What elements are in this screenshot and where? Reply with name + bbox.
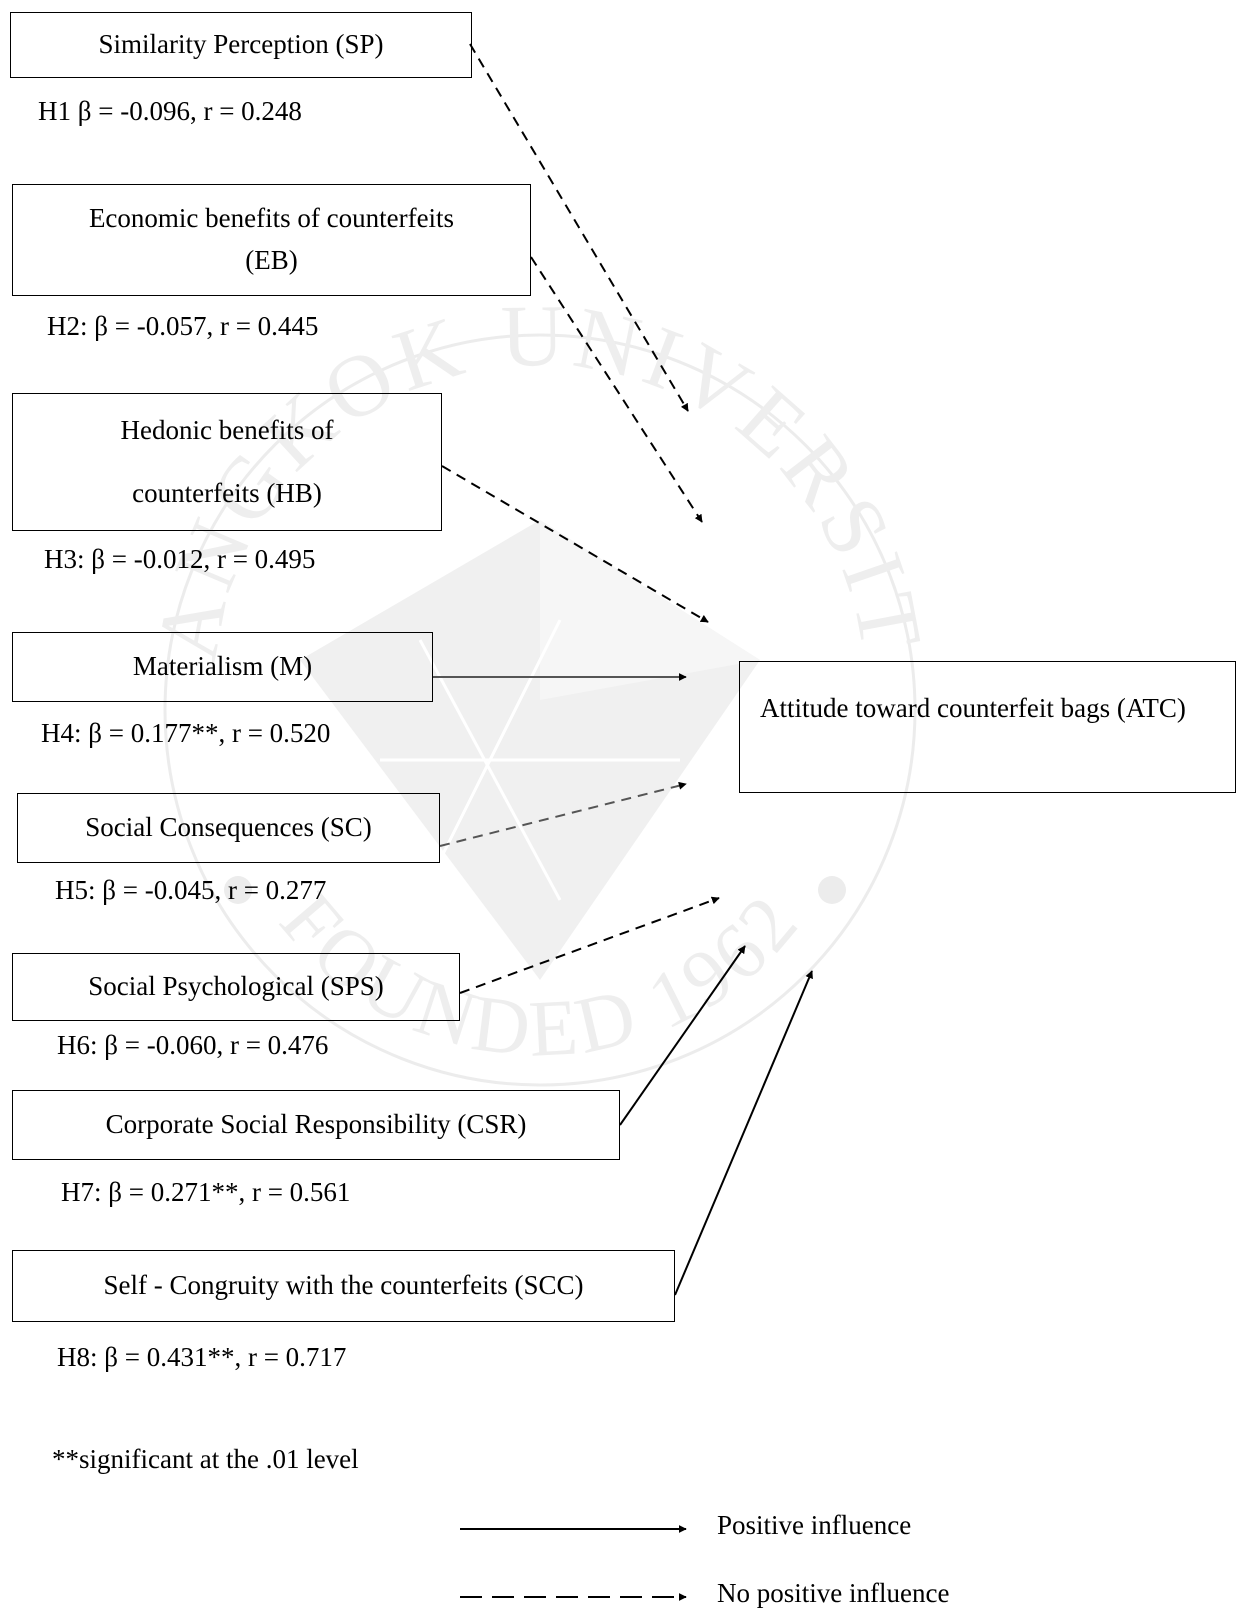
stat-h3: H3: β = -0.012, r = 0.495	[44, 544, 316, 574]
box-csr: Corporate Social Responsibility (CSR)	[12, 1090, 620, 1160]
stat-h4: H4: β = 0.177**, r = 0.520	[41, 718, 331, 748]
legend-positive-label: Positive influence	[717, 1510, 912, 1540]
stat-h6: H6: β = -0.060, r = 0.476	[57, 1030, 329, 1060]
arrow-sps	[459, 896, 720, 994]
significance-note: **significant at the .01 level	[52, 1444, 359, 1474]
stat-h5: H5: β = -0.045, r = 0.277	[55, 875, 327, 905]
box-m-label: Materialism (M)	[132, 651, 313, 682]
stat-h8: H8: β = 0.431**, r = 0.717	[57, 1342, 347, 1372]
box-sp: Similarity Perception (SP)	[10, 12, 472, 78]
legend-none-label: No positive influence	[717, 1578, 950, 1608]
box-sps-label: Social Psychological (SPS)	[88, 971, 384, 1002]
arrow-sp	[469, 43, 689, 412]
box-scc-label: Self - Congruity with the counterfeits (…	[103, 1270, 584, 1301]
stat-h7: H7: β = 0.271**, r = 0.561	[61, 1177, 351, 1207]
arrow-scc	[674, 970, 813, 1296]
box-hb: Hedonic benefits of counterfeits (HB)	[12, 393, 442, 531]
box-eb: Economic benefits of counterfeits (EB)	[12, 184, 531, 296]
box-sc-label: Social Consequences (SC)	[85, 812, 372, 843]
box-csr-label: Corporate Social Responsibility (CSR)	[105, 1109, 527, 1140]
arrow-sc	[439, 781, 687, 847]
box-sp-label: Similarity Perception (SP)	[98, 29, 384, 60]
arrow-csr	[619, 945, 746, 1126]
stat-h2: H2: β = -0.057, r = 0.445	[47, 311, 319, 341]
box-atc: Attitude toward counterfeit bags (ATC)	[739, 661, 1236, 793]
box-scc: Self - Congruity with the counterfeits (…	[12, 1250, 675, 1322]
box-atc-label: Attitude toward counterfeit bags (ATC)	[760, 693, 1186, 723]
stat-h1: H1 β = -0.096, r = 0.248	[38, 96, 302, 126]
box-hb-label: Hedonic benefits of counterfeits (HB)	[120, 414, 334, 508]
box-sc: Social Consequences (SC)	[17, 793, 440, 863]
arrow-eb	[530, 256, 703, 523]
box-eb-label: Economic benefits of counterfeits (EB)	[88, 203, 455, 275]
box-m: Materialism (M)	[12, 632, 433, 702]
box-sps: Social Psychological (SPS)	[12, 953, 460, 1021]
arrow-hb	[441, 465, 709, 623]
